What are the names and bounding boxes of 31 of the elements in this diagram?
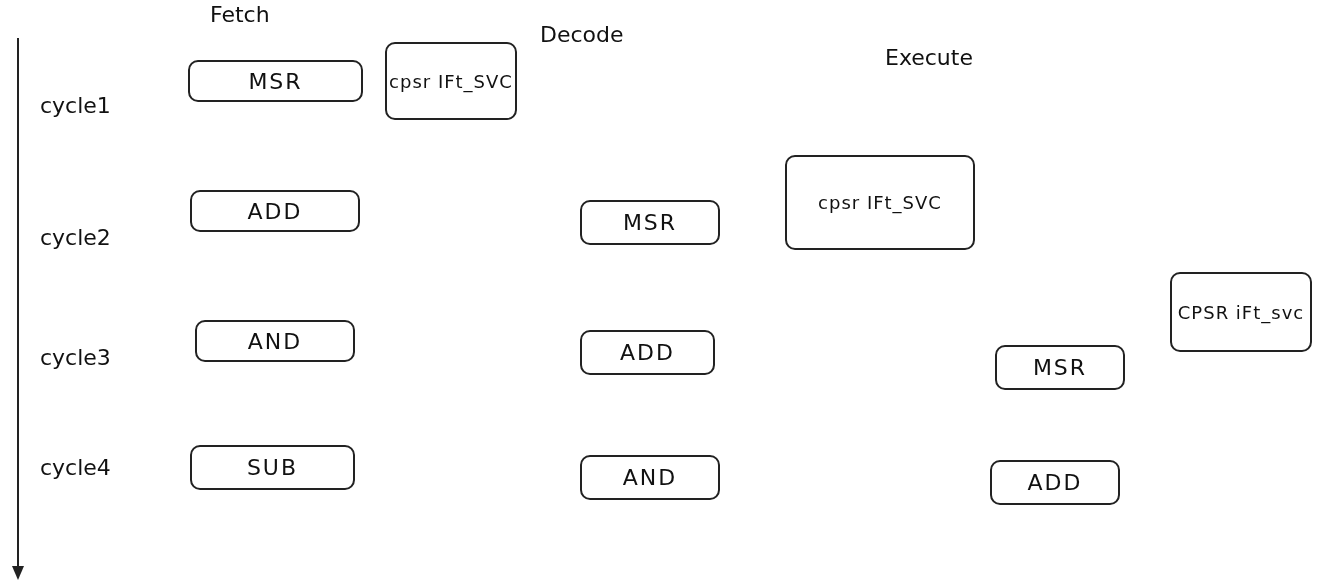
instruction-box [580, 455, 720, 500]
instruction-box [990, 460, 1120, 505]
instruction-box [580, 330, 715, 375]
cycle-label: cycle2 [40, 225, 111, 250]
instruction-box [190, 190, 360, 232]
instruction-box [385, 42, 517, 120]
instruction-text: MSR [622, 210, 678, 235]
instruction-text: ADD [620, 340, 675, 365]
instruction-text: cpsr IFt_SVC [389, 70, 513, 92]
cycle-label: cycle3 [40, 345, 111, 370]
instruction-text: AND [622, 465, 678, 490]
instruction-text: cpsr IFt_SVC [818, 192, 942, 213]
instruction-box [195, 320, 355, 362]
instruction-text: CPSR iFt_svc [1177, 301, 1305, 323]
instruction-box [188, 60, 363, 102]
instruction-text: SUB [246, 455, 299, 480]
instruction-text: MSR [248, 68, 303, 94]
instruction-text: MSR [1032, 355, 1088, 380]
instruction-text: ADD [247, 198, 303, 224]
instruction-text: ADD [1027, 470, 1083, 495]
stage-heading: Decode [540, 22, 624, 47]
cycle-label: cycle1 [40, 93, 111, 118]
instruction-box [580, 200, 720, 245]
instruction-text: AND [247, 328, 303, 354]
instruction-box [1170, 272, 1312, 352]
cycle-label: cycle4 [40, 455, 111, 480]
instruction-box [190, 445, 355, 490]
instruction-box [785, 155, 975, 250]
stage-heading: Execute [885, 45, 973, 70]
stage-heading: Fetch [210, 2, 270, 27]
instruction-box [995, 345, 1125, 390]
